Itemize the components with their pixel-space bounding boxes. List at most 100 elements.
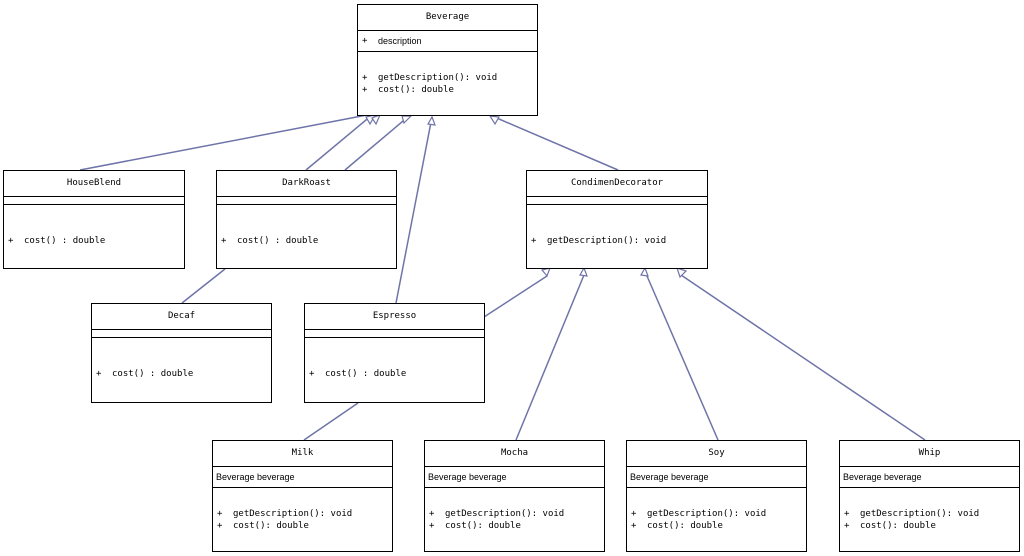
operation-text: cost(): double <box>378 85 454 95</box>
visibility-marker: + <box>362 73 368 83</box>
attribute-row <box>217 197 396 205</box>
class-milk[interactable]: Milk Beverage beverage + getDescription(… <box>212 440 393 552</box>
class-whip[interactable]: Whip Beverage beverage + getDescription(… <box>839 440 1020 552</box>
class-name: Decaf <box>92 304 271 330</box>
arrowhead-icon <box>676 267 688 279</box>
operation-row: + cost(): double <box>627 520 806 532</box>
attribute-row: Beverage beverage <box>627 467 806 488</box>
visibility-marker: + <box>96 369 102 379</box>
class-name: DarkRoast <box>217 171 396 197</box>
operation-text: getDescription(): void <box>445 509 565 519</box>
operation-text: cost(): double <box>445 521 521 531</box>
operation-text: getDescription(): void <box>547 236 667 246</box>
arrowhead-icon <box>540 267 551 278</box>
class-beverage[interactable]: Beverage + description + getDescription(… <box>357 4 538 116</box>
class-houseblend[interactable]: HouseBlend + cost() : double <box>3 170 185 269</box>
visibility-marker: + <box>362 85 368 95</box>
operation-text: cost(): double <box>647 521 723 531</box>
arrowhead-icon <box>427 115 436 126</box>
visibility-marker: + <box>531 236 537 246</box>
attribute-beverage: Beverage beverage <box>630 472 709 482</box>
operation-text: cost() : double <box>24 236 106 246</box>
link-decaf-darkroast <box>181 268 226 304</box>
operation-row: + cost() : double <box>305 368 484 380</box>
visibility-marker: + <box>844 509 850 519</box>
operation-row: + cost() : double <box>4 235 184 247</box>
link-mocha-condiment <box>515 274 585 441</box>
link-houseblend-beverage <box>79 114 368 171</box>
arrowhead-icon <box>401 115 413 125</box>
operation-text: getDescription(): void <box>647 509 767 519</box>
class-name: Whip <box>840 441 1019 467</box>
operation-text: cost() : double <box>325 369 407 379</box>
class-name: Milk <box>213 441 392 467</box>
attribute-description: description <box>378 36 422 46</box>
operation-row: + cost() : double <box>217 235 396 247</box>
operation-text: getDescription(): void <box>378 73 498 83</box>
attribute-row: Beverage beverage <box>425 467 604 488</box>
attribute-beverage: Beverage beverage <box>216 472 295 482</box>
visibility-marker: + <box>221 236 227 246</box>
attribute-row: Beverage beverage <box>213 467 392 488</box>
class-name: Soy <box>627 441 806 467</box>
operation-row: + getDescription(): void <box>358 72 537 84</box>
class-darkroast[interactable]: DarkRoast + cost() : double <box>216 170 397 269</box>
class-name: Mocha <box>425 441 604 467</box>
attribute-row <box>92 330 271 338</box>
link-espresso-beverage <box>395 116 433 304</box>
arrowhead-icon <box>371 113 382 126</box>
class-name: HouseBlend <box>4 171 184 197</box>
operation-row: + cost() : double <box>92 368 271 380</box>
visibility-marker: + <box>217 521 223 531</box>
link-soy-condiment <box>646 275 719 441</box>
operation-row: + getDescription(): void <box>840 508 1019 520</box>
operation-row: + cost(): double <box>840 520 1019 532</box>
operation-row: + getDescription(): void <box>627 508 806 520</box>
attribute-beverage: Beverage beverage <box>843 472 922 482</box>
operation-row: + getDescription(): void <box>213 508 392 520</box>
visibility-marker: + <box>309 369 315 379</box>
class-condimentdecorator[interactable]: CondimenDecorator + getDescription(): vo… <box>526 170 708 269</box>
link-condiment-beverage <box>491 115 619 171</box>
arrowhead-icon <box>579 266 588 277</box>
class-soy[interactable]: Soy Beverage beverage + getDescription()… <box>626 440 807 552</box>
visibility-marker: + <box>631 521 637 531</box>
visibility-marker: + <box>8 236 14 246</box>
link-whip-condiment <box>680 274 926 441</box>
operation-row: + cost(): double <box>213 520 392 532</box>
class-mocha[interactable]: Mocha Beverage beverage + getDescription… <box>424 440 605 552</box>
operation-row: + cost(): double <box>358 84 537 96</box>
attribute-row <box>305 330 484 338</box>
visibility-marker: + <box>362 36 368 46</box>
link-darkroast-beverage-b <box>344 115 410 171</box>
attribute-beverage: Beverage beverage <box>428 472 507 482</box>
class-name: CondimenDecorator <box>527 171 707 197</box>
operation-text: getDescription(): void <box>233 509 353 519</box>
visibility-marker: + <box>631 509 637 519</box>
attribute-row: + description <box>358 31 537 52</box>
class-name: Espresso <box>305 304 484 330</box>
visibility-marker: + <box>844 521 850 531</box>
class-decaf[interactable]: Decaf + cost() : double <box>91 303 272 403</box>
link-espresso-condiment <box>483 275 548 318</box>
arrowhead-icon <box>488 115 500 126</box>
attribute-row: Beverage beverage <box>840 467 1019 488</box>
arrowhead-icon <box>640 266 649 277</box>
operation-text: cost(): double <box>860 521 936 531</box>
class-name: Beverage <box>358 5 537 31</box>
operation-text: cost() : double <box>112 369 194 379</box>
visibility-marker: + <box>429 509 435 519</box>
attribute-row <box>4 197 184 205</box>
attribute-row <box>527 197 707 205</box>
operation-text: getDescription(): void <box>860 509 980 519</box>
operation-row: + getDescription(): void <box>425 508 604 520</box>
operation-row: + cost(): double <box>425 520 604 532</box>
link-milk-espresso <box>303 402 359 441</box>
link-darkroast-beverage-a <box>305 114 373 171</box>
visibility-marker: + <box>217 509 223 519</box>
visibility-marker: + <box>429 521 435 531</box>
operation-row: + getDescription(): void <box>527 235 707 247</box>
operation-text: cost() : double <box>237 236 319 246</box>
class-espresso[interactable]: Espresso + cost() : double <box>304 303 485 403</box>
